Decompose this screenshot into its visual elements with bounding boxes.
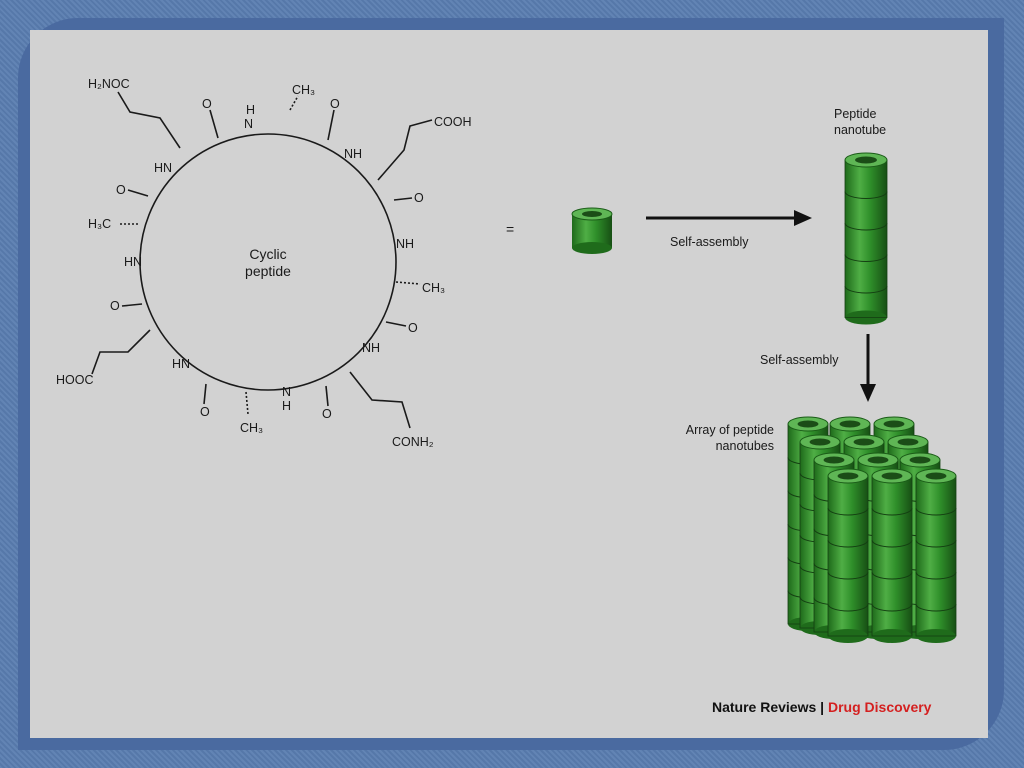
credit-line: Nature Reviews | Drug Discovery (712, 699, 932, 715)
array-label-line2: nanotubes (716, 439, 774, 453)
label-o-left-low: O (110, 299, 120, 313)
array-label-line1: Array of peptide (686, 423, 774, 437)
label-ch3-top: CH₃ (292, 83, 315, 97)
nanotube-column (844, 152, 888, 325)
side-chain-bottom-right (349, 371, 411, 429)
arrow2-label: Self-assembly (760, 353, 839, 367)
credit-separator: | (816, 699, 828, 715)
label-cooh-top: COOH (434, 115, 472, 129)
credit-journal: Nature Reviews (712, 699, 816, 715)
label-hn-left-mid: HN (124, 255, 142, 269)
label-o-1: O (202, 97, 212, 111)
peptide-nanotube-icon (844, 152, 888, 325)
center-label-line1: Cyclic (249, 246, 286, 262)
side-chain-top-right (377, 119, 433, 181)
label-o-bottom-left: O (200, 405, 210, 419)
single-ring-icon (571, 207, 613, 254)
center-label-line2: peptide (245, 263, 291, 279)
label-hn-left-top: HN (154, 161, 172, 175)
side-chain-top-left (117, 91, 181, 149)
nanotube-label-line2: nanotube (834, 123, 886, 137)
side-chain-bottom-left (91, 329, 151, 375)
array-tube (871, 468, 913, 643)
label-nh-right-top: NH (344, 147, 362, 161)
cyclic-peptide-structure (91, 91, 433, 429)
label-o-2: O (330, 97, 340, 111)
label-ch3-bottom: CH₃ (240, 421, 263, 435)
svg-text:Nature Reviews | Drug Discover: Nature Reviews | Drug Discovery (712, 699, 932, 715)
label-nh-right-low: NH (362, 341, 380, 355)
array-tube (827, 468, 869, 643)
label-hn-bottom-left: HN (172, 357, 190, 371)
label-n-top: N (244, 117, 253, 131)
label-h-top: H (246, 103, 255, 117)
label-conh2-bottom: CONH₂ (392, 435, 434, 449)
self-assembly-arrow-right (646, 210, 812, 226)
label-nh-right-mid: NH (396, 237, 414, 251)
label-h2noc: H₂NOC (88, 77, 130, 91)
peptide-ring (139, 133, 397, 391)
label-o-left: O (116, 183, 126, 197)
credit-section: Drug Discovery (828, 699, 932, 715)
label-o-bottom-right: O (322, 407, 332, 421)
label-n-bottom: N (282, 385, 291, 399)
label-o-right-low: O (408, 321, 418, 335)
label-hooc-left: HOOC (56, 373, 94, 387)
equals-sign: = (506, 221, 514, 237)
molecule-labels: H₂NOC O H N CH₃ O COOH HN NH O O H₃C NH … (56, 77, 472, 449)
nanotube-array-icon (787, 416, 957, 643)
self-assembly-arrow-down (860, 334, 876, 402)
arrow1-label: Self-assembly (670, 235, 749, 249)
label-h3c-left: H₃C (88, 217, 111, 231)
label-ch3-right: CH₃ (422, 281, 445, 295)
label-h-bottom: H (282, 399, 291, 413)
array-tube (915, 468, 957, 643)
label-o-right: O (414, 191, 424, 205)
nanotube-label-line1: Peptide (834, 107, 876, 121)
